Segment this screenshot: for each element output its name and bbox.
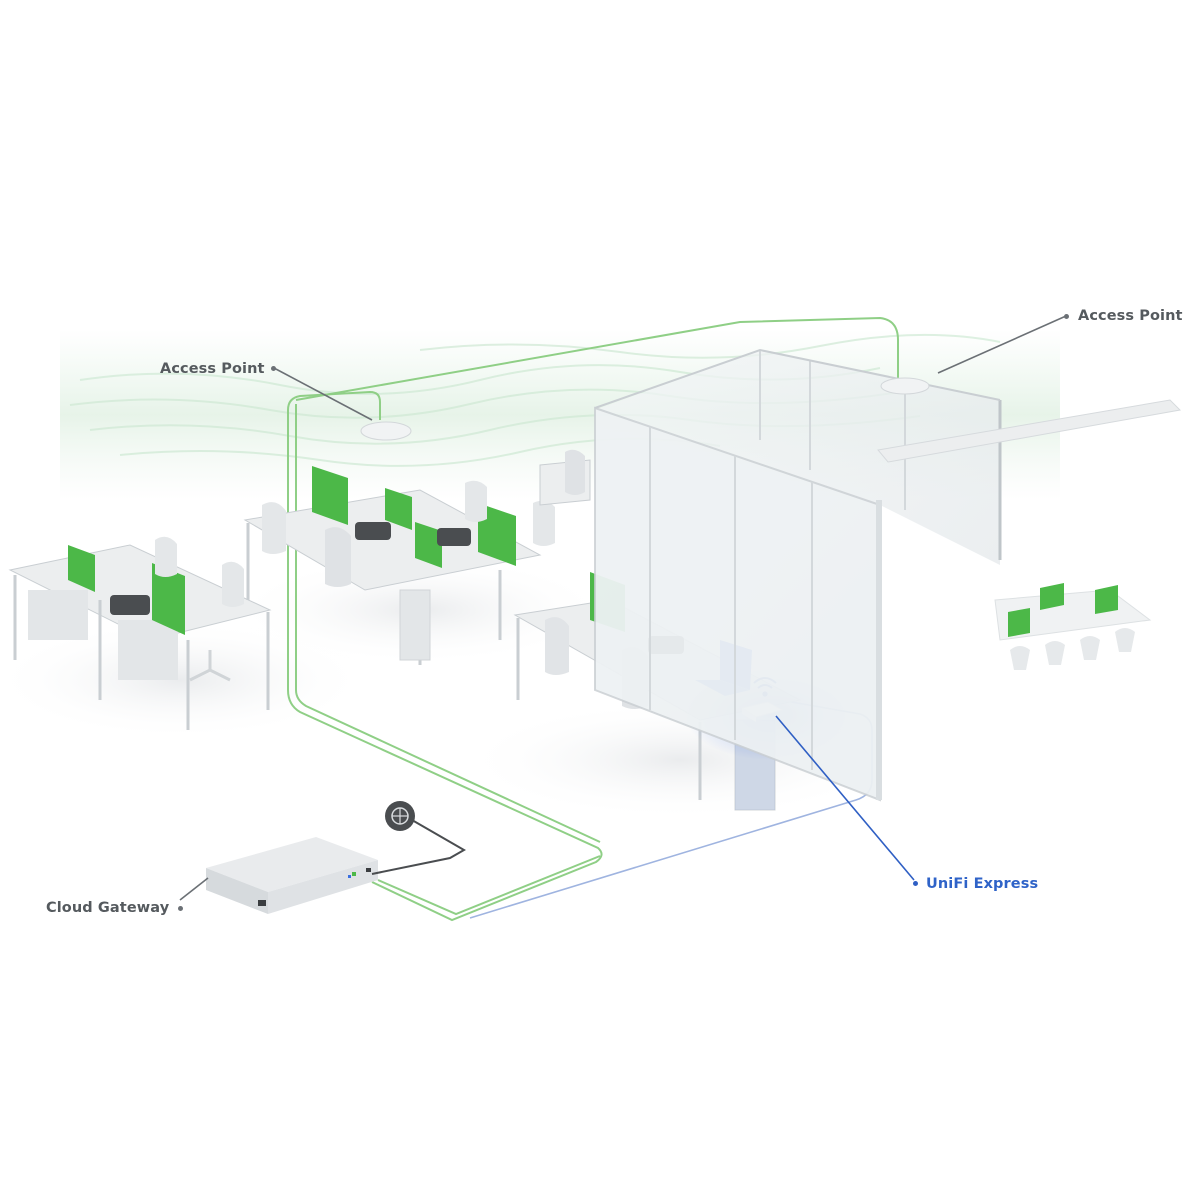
laptop-icon [415,522,442,568]
leader-dot [271,366,276,371]
printer-icon [437,528,471,546]
label-access-point-right: Access Point [1078,308,1183,324]
monitor-icon [152,563,185,635]
desk-cluster-middle [243,449,591,665]
conference-table [994,583,1152,670]
access-point-right-device [880,377,930,395]
monitor-icon [478,503,516,566]
printer-icon [355,522,391,540]
laptop-icon [385,488,412,530]
access-point-left-device [360,421,412,441]
leader-dot [913,881,918,886]
laptop-icon [1040,583,1064,610]
leader-dot [1064,314,1069,319]
printer-icon [110,595,150,615]
laptop-icon [1008,608,1030,637]
ceiling-light [877,399,1182,463]
label-access-point-left: Access Point [160,361,265,377]
monitor-icon [312,466,348,525]
glass-partition [594,348,1002,802]
laptop-icon [68,545,95,592]
green-cable [287,316,899,922]
label-cloud-gateway: Cloud Gateway [46,900,170,916]
leader-dot [178,906,183,911]
desk-cluster-left [8,536,272,730]
internet-link [371,819,467,875]
leader-lines [179,315,1067,901]
floor-shadow [0,620,370,740]
laptop-icon [1095,585,1118,614]
globe-icon [385,801,415,831]
cloud-gateway-device [206,837,378,914]
label-unifi-express: UniFi Express [926,876,1039,892]
